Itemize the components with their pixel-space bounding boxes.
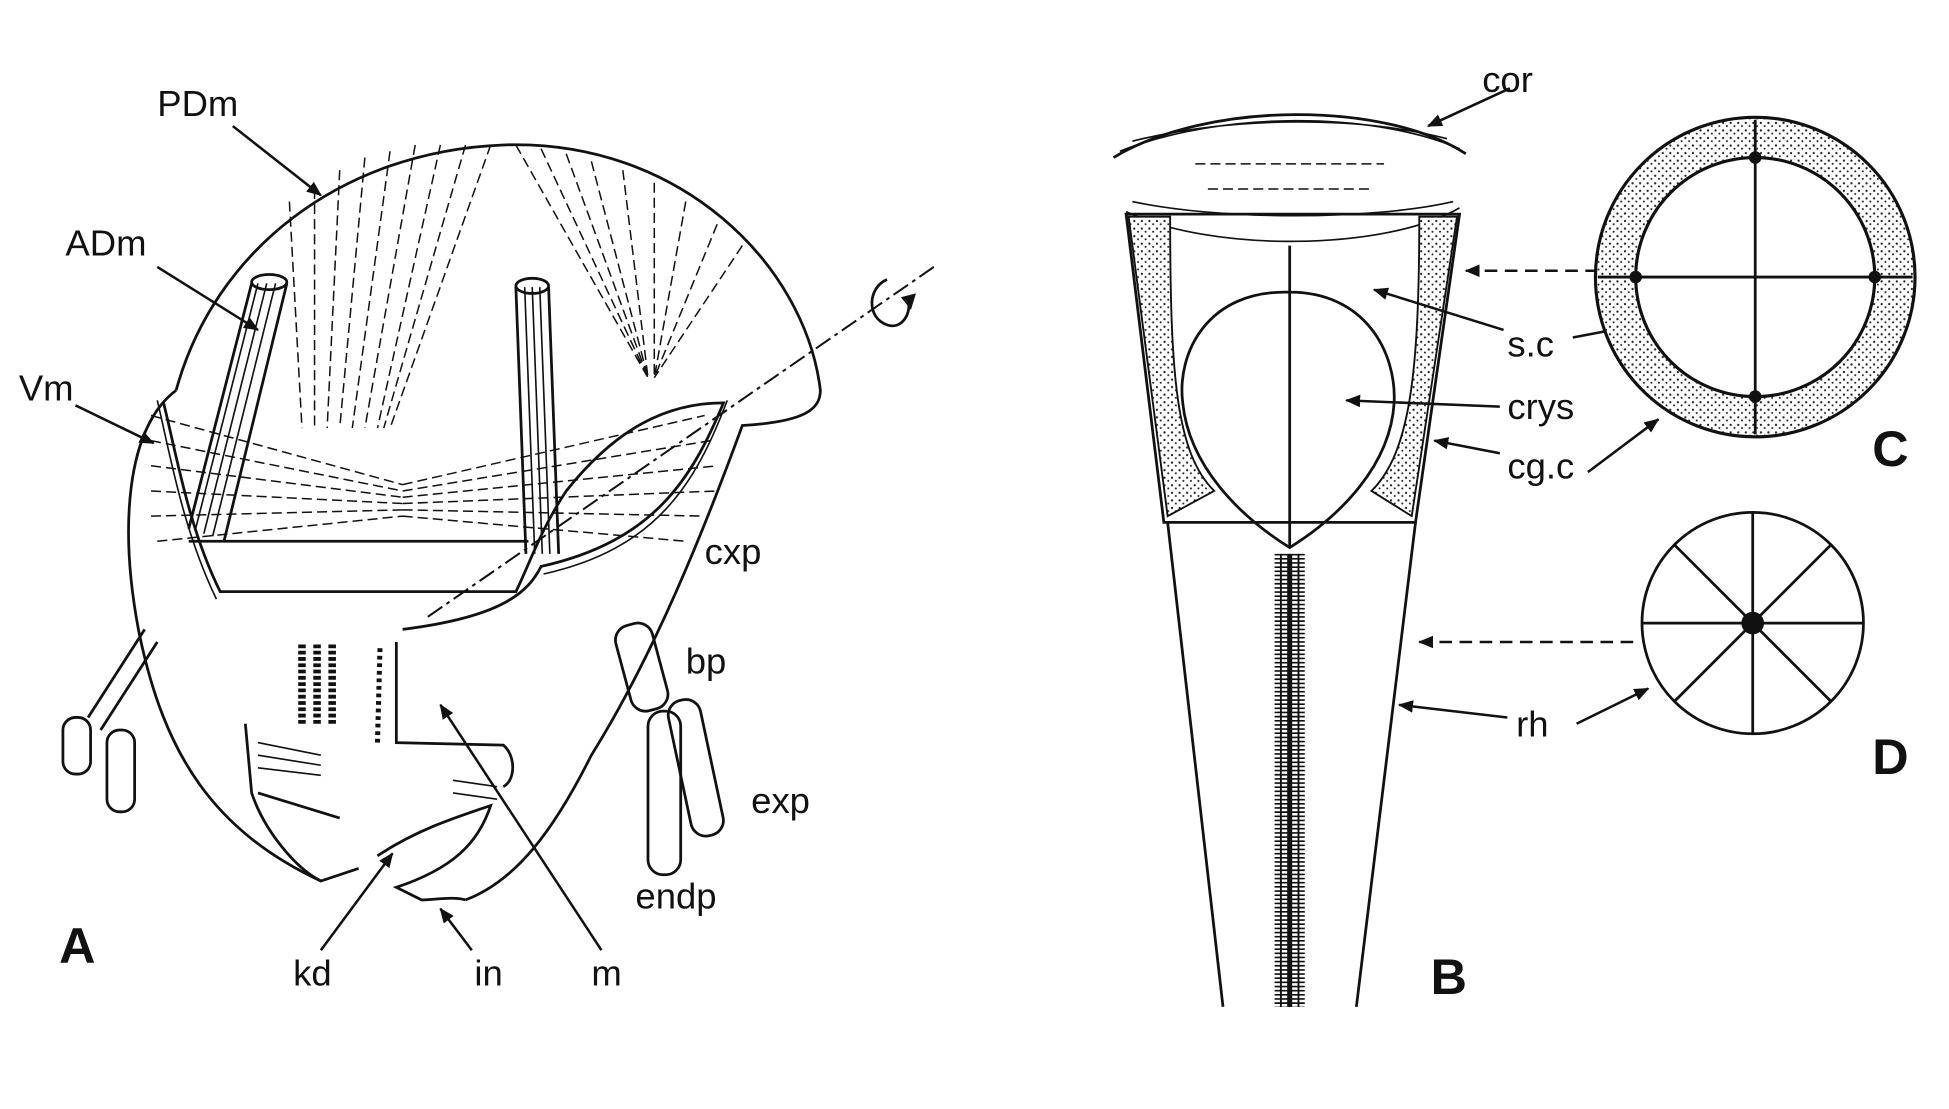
- label-cor: cor: [1482, 59, 1533, 100]
- rotation-axis: [427, 263, 938, 618]
- label-pdm: PDm: [157, 83, 238, 124]
- label-in: in: [474, 952, 502, 993]
- label-bp: bp: [686, 640, 727, 681]
- label-cgc: cg.c: [1507, 445, 1574, 486]
- panel-label-c: C: [1872, 420, 1908, 477]
- adm-rod-right: [514, 276, 561, 554]
- label-m: m: [591, 952, 621, 993]
- setae-rows: [298, 644, 383, 743]
- label-vm: Vm: [19, 367, 74, 408]
- label-adm: ADm: [65, 223, 146, 264]
- label-exp: exp: [751, 780, 810, 821]
- panel-d-rhabdom-cross-section: D: [1640, 510, 1909, 785]
- panel-c-cone-cross-section: C: [1593, 115, 1917, 477]
- coxopod-outline: [162, 401, 726, 631]
- cone-pigment-cell-left: [1127, 215, 1216, 518]
- rotation-arrow-icon: [870, 278, 911, 328]
- left-appendage: [61, 628, 159, 814]
- panel-label-d: D: [1872, 728, 1908, 785]
- vm-muscle: [150, 414, 718, 543]
- crystalline-body: [1180, 290, 1396, 550]
- label-endp: endp: [635, 876, 716, 917]
- head-capsule-outline: [127, 143, 822, 902]
- right-appendage: [614, 621, 725, 877]
- cornea: [1112, 113, 1467, 243]
- panel-b-ommatidium: cor s.c crys cg.c rh B: [1112, 59, 1694, 1008]
- panel-label-b: B: [1431, 948, 1467, 1005]
- label-rh: rh: [1516, 703, 1548, 744]
- rhabdom-outline: [1166, 522, 1417, 1008]
- pdm-muscle: [288, 144, 743, 429]
- cone-pigment-cell-right: [1369, 215, 1459, 518]
- label-crys: crys: [1507, 386, 1574, 427]
- label-cxp: cxp: [705, 531, 762, 572]
- label-sc: s.c: [1507, 323, 1554, 364]
- panel-a-head-diagram: PDm ADm Vm cxp bp exp endp kd in m A: [19, 83, 938, 993]
- label-kd: kd: [293, 952, 332, 993]
- adm-rod-left: [187, 273, 289, 542]
- panel-label-a: A: [59, 917, 95, 974]
